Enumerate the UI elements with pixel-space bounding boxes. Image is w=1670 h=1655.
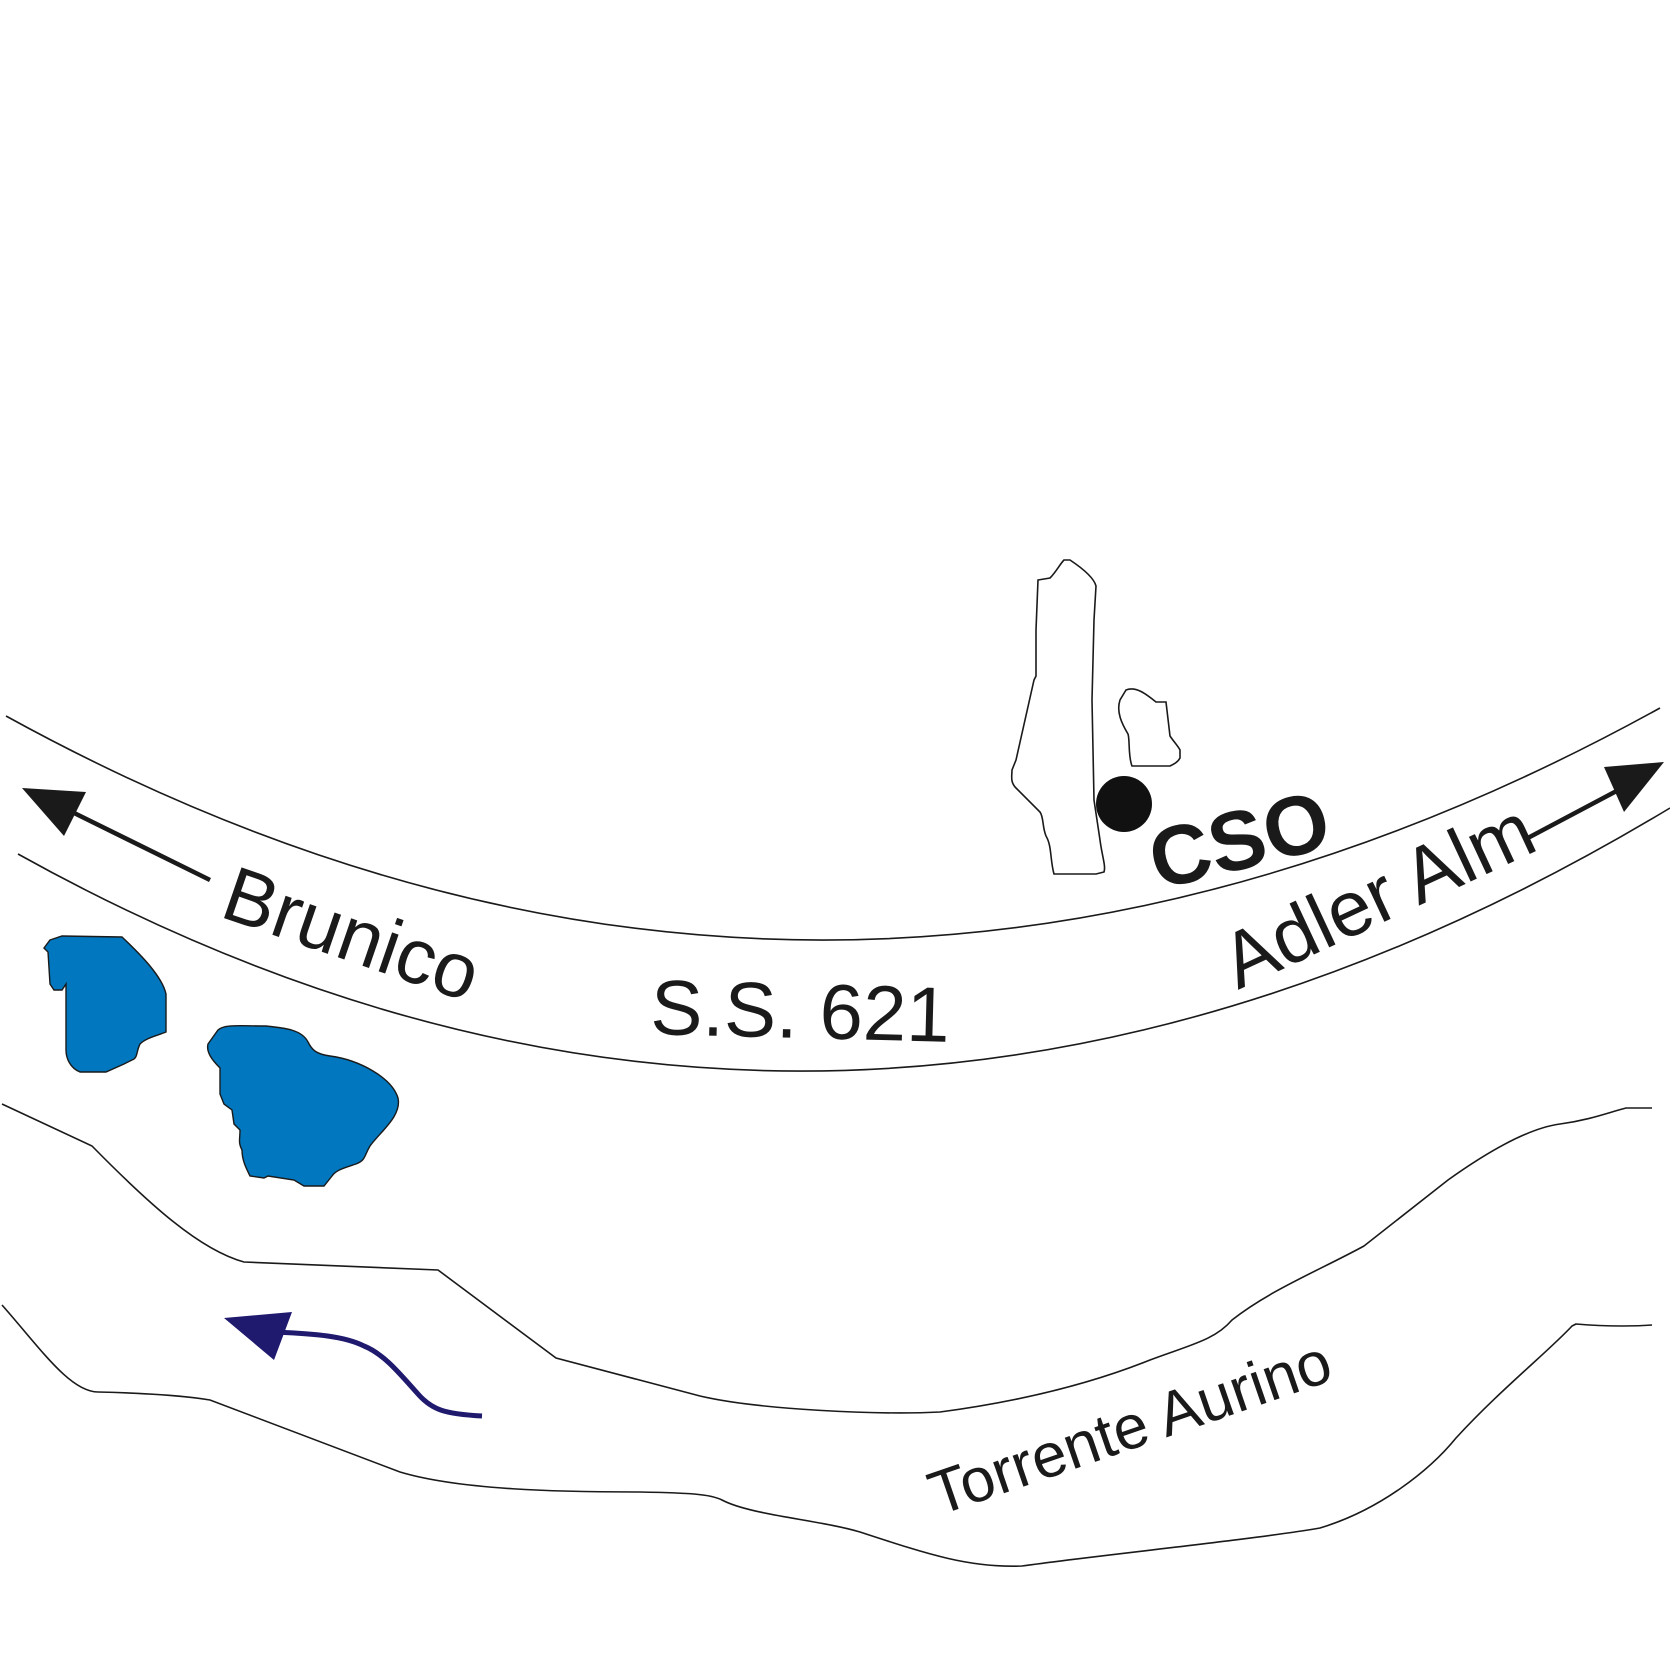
arrow-to-brunico-icon — [22, 788, 211, 883]
lake-right — [206, 1024, 400, 1187]
arrow-to-adler-alm-icon — [1522, 762, 1664, 842]
road-edge-top — [5, 707, 1661, 941]
lakes — [43, 935, 400, 1187]
label-torrente-aurino: Torrente Aurino — [920, 1327, 1340, 1529]
direction-arrows — [22, 762, 1664, 883]
label-brunico: Brunico — [212, 849, 491, 1018]
river-flow-arrow-icon — [224, 1312, 483, 1419]
lake-left — [43, 935, 167, 1073]
river-bank-upper — [1, 1103, 1652, 1414]
building-large — [1010, 559, 1106, 875]
road-ss621 — [5, 707, 1670, 1072]
river-bank-lower — [1, 1304, 1653, 1567]
label-road-ss621: S.S. 621 — [650, 963, 951, 1059]
building-small — [1117, 688, 1181, 767]
river-banks — [1, 1103, 1653, 1567]
buildings — [1010, 559, 1181, 875]
road-edge-bottom — [17, 807, 1670, 1072]
station-marker-icon — [1096, 776, 1152, 832]
